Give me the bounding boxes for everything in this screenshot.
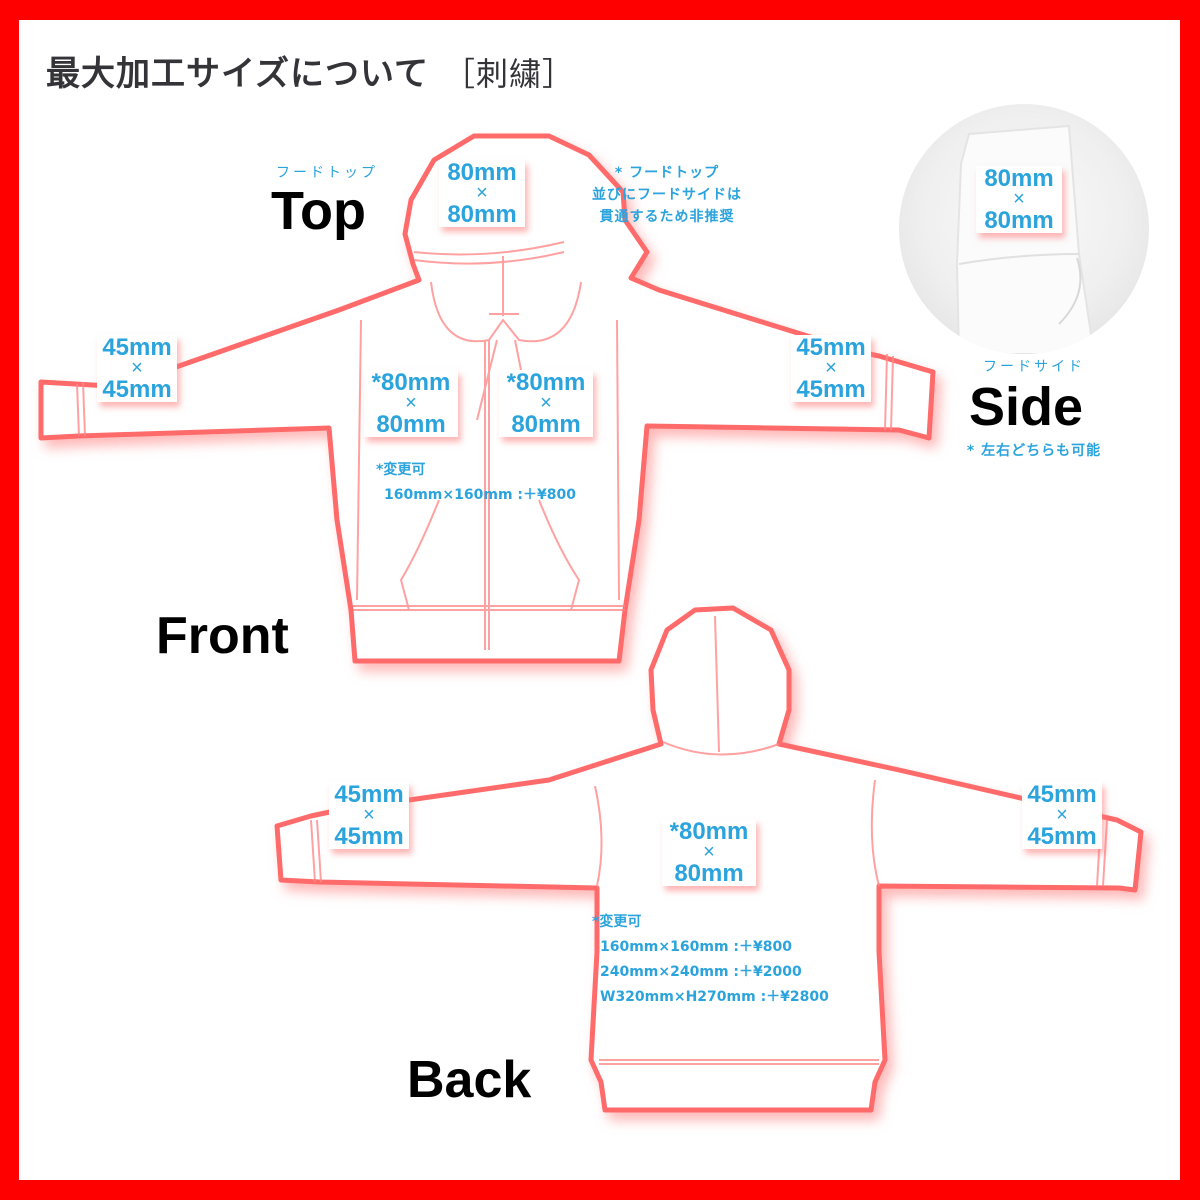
front-left-chest-dimension: *80mm × 80mm bbox=[364, 370, 458, 437]
times-icon: × bbox=[363, 804, 375, 826]
back-right-sleeve-dimension: 45mm × 45mm bbox=[1022, 782, 1102, 849]
times-icon: × bbox=[476, 182, 488, 204]
back-label: Back bbox=[407, 1051, 532, 1109]
times-icon: × bbox=[540, 392, 552, 414]
dim-width: 45mm bbox=[796, 334, 866, 361]
back-left-sleeve-dimension: 45mm × 45mm bbox=[329, 782, 409, 849]
top-note: * フードトップ 並びにフードサイドは 貫通するため非推奨 bbox=[567, 162, 767, 228]
title-tag: ［刺繍］ bbox=[442, 55, 575, 93]
dim-height: 45mm bbox=[796, 376, 866, 403]
back-options: *変更可 160mm×160mm :＋¥800 240mm×240mm :＋¥2… bbox=[592, 910, 829, 1010]
option-line: 160mm×160mm :＋¥800 bbox=[384, 487, 576, 503]
front-hoodie bbox=[38, 133, 936, 664]
dim-width: *80mm bbox=[506, 369, 586, 396]
options-title: *変更可 bbox=[592, 914, 642, 930]
dim-height: 45mm bbox=[102, 376, 172, 403]
dim-height: 80mm bbox=[674, 860, 744, 887]
dim-height: 80mm bbox=[447, 201, 517, 228]
times-icon: × bbox=[131, 357, 143, 379]
front-label: Front bbox=[156, 607, 289, 665]
side-note: * 左右どちらも可能 bbox=[966, 443, 1102, 459]
times-icon: × bbox=[703, 841, 715, 863]
dim-width: 45mm bbox=[1027, 781, 1097, 808]
dim-width: *80mm bbox=[669, 818, 749, 845]
dim-width: 45mm bbox=[102, 334, 172, 361]
option-line: 240mm×240mm :＋¥2000 bbox=[600, 964, 802, 980]
front-right-sleeve-dimension: 45mm × 45mm bbox=[791, 335, 871, 402]
top-note-line: 貫通するため非推奨 bbox=[599, 209, 735, 225]
option-line: 160mm×160mm :＋¥800 bbox=[600, 939, 792, 955]
back-center-dimension: *80mm × 80mm bbox=[662, 819, 756, 886]
dim-height: 45mm bbox=[1027, 823, 1097, 850]
front-left-sleeve-dimension: 45mm × 45mm bbox=[97, 335, 177, 402]
dim-height: 80mm bbox=[511, 411, 581, 438]
dim-width: 45mm bbox=[334, 781, 404, 808]
dim-height: 80mm bbox=[376, 411, 446, 438]
options-title: *変更可 bbox=[376, 462, 426, 478]
dim-height: 80mm bbox=[984, 207, 1054, 234]
times-icon: × bbox=[1056, 804, 1068, 826]
dim-height: 45mm bbox=[334, 823, 404, 850]
top-note-line: 並びにフードサイドは bbox=[592, 187, 742, 203]
side-label: Side bbox=[969, 377, 1084, 437]
option-line: W320mm×H270mm :＋¥2800 bbox=[600, 989, 829, 1005]
back-hoodie-details bbox=[310, 615, 1108, 1065]
dim-width: 80mm bbox=[984, 165, 1054, 192]
top-kana: フードトップ bbox=[276, 165, 378, 181]
times-icon: × bbox=[405, 392, 417, 414]
top-note-line: * フードトップ bbox=[614, 165, 720, 181]
page-title: 最大加工サイズについて ［刺繍］ bbox=[46, 46, 575, 95]
dim-width: *80mm bbox=[371, 369, 451, 396]
times-icon: × bbox=[1013, 188, 1025, 210]
dim-width: 80mm bbox=[447, 159, 517, 186]
page-canvas: 最大加工サイズについて ［刺繍］ bbox=[19, 20, 1180, 1180]
front-right-chest-dimension: *80mm × 80mm bbox=[499, 370, 593, 437]
top-dimension: 80mm × 80mm bbox=[439, 160, 525, 227]
front-options: *変更可 160mm×160mm :＋¥800 bbox=[376, 458, 576, 508]
side-dimension: 80mm × 80mm bbox=[976, 166, 1062, 233]
title-text: 最大加工サイズについて bbox=[46, 54, 429, 94]
front-hoodie-details bbox=[76, 241, 894, 650]
top-label: Top bbox=[271, 181, 366, 241]
times-icon: × bbox=[825, 357, 837, 379]
side-kana: フードサイド bbox=[983, 359, 1085, 375]
